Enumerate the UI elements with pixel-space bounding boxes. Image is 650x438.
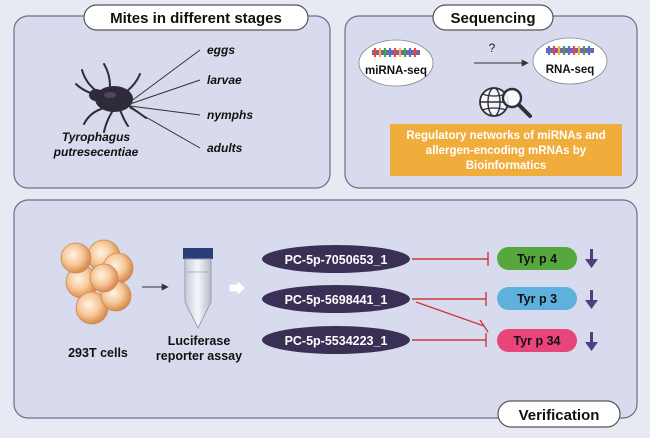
- target-tyr-p34-label: Tyr p 34: [513, 334, 560, 348]
- bioinformatics-result-box: [390, 124, 622, 176]
- cell-cluster-illustration: [60, 239, 134, 325]
- stage-connectors: [129, 49, 201, 149]
- stage-eggs: eggs: [207, 43, 235, 57]
- stage-adults: adults: [207, 141, 243, 155]
- rna-strand-icon: [546, 46, 594, 55]
- verification-panel-title: Verification: [519, 407, 600, 424]
- verification-title-pill: [497, 400, 621, 428]
- mirna-2-label: PC-5p-5698441_1: [285, 293, 388, 307]
- mirna-1: PC-5p-7050653_1: [262, 245, 410, 273]
- mirna-seq-label: miRNA-seq: [365, 65, 427, 77]
- cells-label: 293T cells: [68, 346, 128, 360]
- result-line-2: allergen-encoding mRNAs by: [426, 145, 587, 157]
- mirna-seq-bubble: [358, 39, 434, 87]
- mite-illustration: [75, 63, 147, 133]
- species-name-line1: Tyrophagus: [62, 130, 131, 144]
- down-arrow-icon: [585, 249, 598, 268]
- target-tyr-p3: Tyr p 3: [497, 287, 577, 310]
- assay-to-mirna-arrow: [228, 278, 247, 298]
- test-tube-icon: [183, 248, 213, 330]
- mirna-strand-icon: [372, 48, 420, 57]
- sequencing-question-mark: ?: [489, 41, 496, 55]
- assay-label-line1: Luciferase: [168, 334, 231, 348]
- sequencing-panel-title: Sequencing: [450, 10, 535, 27]
- mirna-2: PC-5p-5698441_1: [262, 285, 410, 313]
- downregulation-arrows: [585, 249, 598, 351]
- species-name-line2: putresecentiae: [53, 145, 139, 159]
- magnifier-icon: [501, 87, 532, 118]
- assay-label-line2: reporter assay: [156, 349, 242, 363]
- result-line-1: Regulatory networks of miRNAs and: [406, 130, 605, 142]
- result-line-3: Bioinformatics: [466, 160, 547, 172]
- stage-larvae: larvae: [207, 73, 242, 87]
- rna-seq-label: RNA-seq: [546, 64, 595, 76]
- mirna-3-label: PC-5p-5534223_1: [285, 334, 388, 348]
- mites-panel: Mites in different stages eg: [13, 4, 331, 189]
- rna-seq-bubble: [532, 37, 608, 85]
- sequencing-panel: Sequencing miRNA-seq ?: [344, 4, 638, 189]
- down-arrow-icon: [585, 290, 598, 309]
- target-tyr-p3-label: Tyr p 3: [517, 292, 557, 306]
- inhibition-lines: [412, 252, 489, 347]
- verification-panel: Verification 293T cells Luciferase repor…: [13, 199, 638, 428]
- mites-title-pill: [83, 4, 309, 31]
- mirna-1-label: PC-5p-7050653_1: [285, 253, 388, 267]
- mites-panel-title: Mites in different stages: [110, 10, 282, 27]
- target-tyr-p4-label: Tyr p 4: [517, 252, 557, 266]
- mites-panel-frame: [13, 15, 331, 189]
- stage-nymphs: nymphs: [207, 108, 253, 122]
- target-tyr-p34: Tyr p 34: [497, 329, 577, 352]
- mirna-3: PC-5p-5534223_1: [262, 326, 410, 354]
- down-arrow-icon: [585, 332, 598, 351]
- sequencing-title-pill: [432, 4, 554, 31]
- target-tyr-p4: Tyr p 4: [497, 247, 577, 270]
